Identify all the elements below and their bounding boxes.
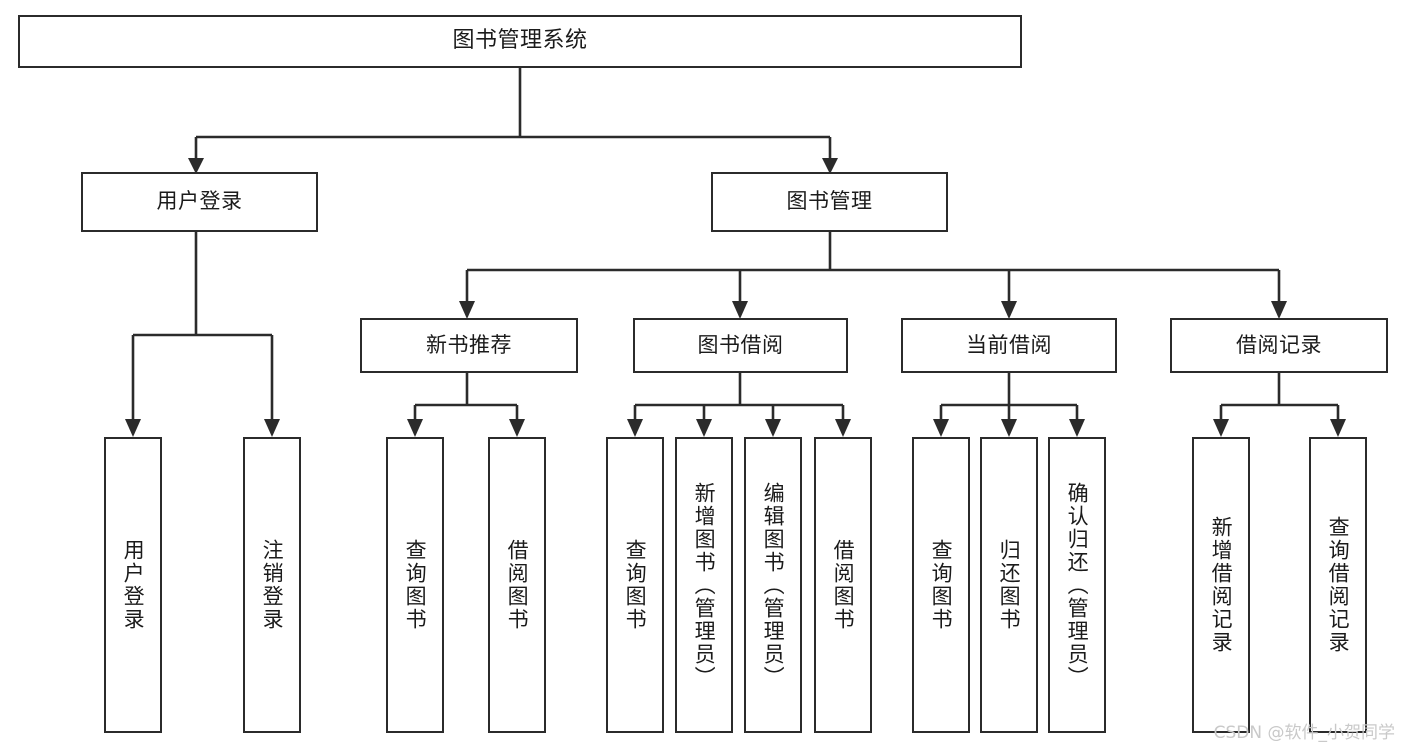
node-label: 归还图书 xyxy=(997,539,1022,631)
leaf-query-book-borrow[interactable]: 查询图书 xyxy=(606,437,664,733)
leaf-confirm-return-admin[interactable]: 确认归还（管理员） xyxy=(1048,437,1106,733)
node-label: 用户登录 xyxy=(121,539,146,631)
leaf-add-book-admin[interactable]: 新增图书（管理员） xyxy=(675,437,733,733)
node-label: 图书借阅 xyxy=(697,332,784,357)
node-label: 新增借阅记录 xyxy=(1209,516,1234,654)
leaf-edit-book-admin[interactable]: 编辑图书（管理员） xyxy=(744,437,802,733)
leaf-logout[interactable]: 注销登录 xyxy=(243,437,301,733)
node-label: 借阅记录 xyxy=(1236,332,1322,357)
node-user-login[interactable]: 用户登录 xyxy=(81,172,318,232)
watermark: CSDN @软件_小贺同学 xyxy=(1213,723,1395,743)
leaf-query-borrow-record[interactable]: 查询借阅记录 xyxy=(1309,437,1367,733)
leaf-add-borrow-record[interactable]: 新增借阅记录 xyxy=(1192,437,1250,733)
leaf-query-book-new[interactable]: 查询图书 xyxy=(386,437,444,733)
node-label: 借阅图书 xyxy=(505,539,530,631)
node-label: 查询图书 xyxy=(403,539,428,631)
node-label: 查询图书 xyxy=(929,539,954,631)
leaf-query-book-current[interactable]: 查询图书 xyxy=(912,437,970,733)
node-label: 注销登录 xyxy=(260,539,285,631)
node-label: 用户登录 xyxy=(156,189,243,214)
node-label: 新增图书（管理员） xyxy=(692,481,717,689)
node-book-management[interactable]: 图书管理 xyxy=(711,172,948,232)
node-new-book-recommend[interactable]: 新书推荐 xyxy=(360,318,578,373)
node-label: 新书推荐 xyxy=(426,332,512,357)
node-label: 编辑图书（管理员） xyxy=(761,481,786,689)
node-label: 查询借阅记录 xyxy=(1326,516,1351,654)
node-book-borrow[interactable]: 图书借阅 xyxy=(633,318,848,373)
leaf-user-login[interactable]: 用户登录 xyxy=(104,437,162,733)
node-root-system[interactable]: 图书管理系统 xyxy=(18,15,1022,68)
node-label: 查询图书 xyxy=(623,539,648,631)
node-label: 当前借阅 xyxy=(966,332,1052,357)
node-label: 图书管理 xyxy=(786,189,873,214)
node-label: 确认归还（管理员） xyxy=(1065,481,1090,689)
node-borrow-records[interactable]: 借阅记录 xyxy=(1170,318,1388,373)
leaf-return-book[interactable]: 归还图书 xyxy=(980,437,1038,733)
node-label: 图书管理系统 xyxy=(452,28,588,54)
leaf-borrow-book-new[interactable]: 借阅图书 xyxy=(488,437,546,733)
node-current-borrow[interactable]: 当前借阅 xyxy=(901,318,1117,373)
leaf-borrow-book[interactable]: 借阅图书 xyxy=(814,437,872,733)
node-label: 借阅图书 xyxy=(831,539,856,631)
